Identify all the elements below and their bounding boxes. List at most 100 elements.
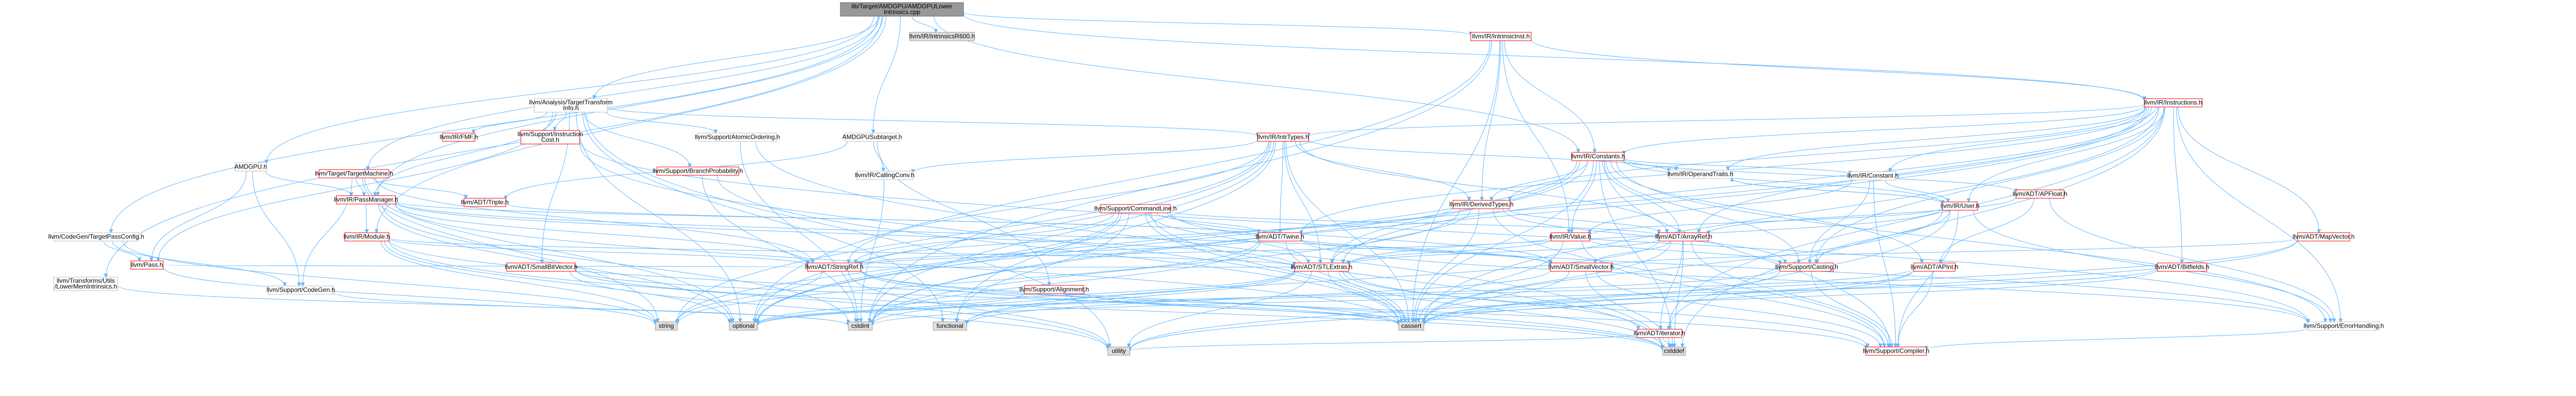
- node-cstddef: cstddef: [1662, 346, 1686, 356]
- edge-user-to-stlextras: [1349, 208, 1943, 265]
- node-box: [1662, 346, 1686, 356]
- node-user[interactable]: llvm/IR/User.h: [1940, 201, 1980, 211]
- node-box: [1100, 204, 1171, 213]
- node-ihalf[interactable]: llvm/IR/FMF.h: [439, 133, 478, 142]
- edge-consts-to-constant: [1623, 158, 1850, 174]
- node-errhandling[interactable]: llvm/Support/ErrorHandling.h: [2303, 321, 2384, 331]
- node-box: [2297, 232, 2350, 242]
- node-label: llvm/ADT/Triple.h: [461, 199, 509, 206]
- node-module[interactable]: llvm/IR/Module.h: [344, 232, 390, 242]
- edge-cmdline-to-stlextras: [1149, 212, 1309, 263]
- edge-inttypes-to-string: [677, 141, 1270, 323]
- node-translower[interactable]: llvm/Transforms/Utils/LowerMemIntrinsics…: [53, 277, 118, 291]
- edge-root-to-amdgpuh: [266, 16, 874, 163]
- edge-consts-to-stlextras: [1332, 160, 1588, 263]
- edge-tm-to-triple: [373, 177, 466, 198]
- node-arrayref[interactable]: llvm/ADT/ArrayRef.h: [1655, 232, 1712, 242]
- node-string: string: [655, 321, 678, 331]
- edge-module-to-cstddef: [388, 238, 1663, 350]
- edge-passmgr-to-stringref: [395, 203, 808, 263]
- edge-apint-to-cassert: [1424, 269, 1914, 325]
- edge-passmgr-to-twine: [395, 200, 1259, 236]
- edge-mapvector-to-smallvec: [1611, 237, 2298, 266]
- node-derivedtypes[interactable]: llvm/IR/DerivedTypes.h: [1449, 200, 1513, 209]
- node-subtarget[interactable]: AMDGPUSubtarget.h: [843, 133, 902, 142]
- node-triple[interactable]: llvm/ADT/Triple.h: [461, 198, 509, 207]
- node-label: llvm/ADT/Twine.h: [1255, 233, 1304, 241]
- node-apint[interactable]: llvm/ADT/APInt.h: [1911, 262, 1958, 272]
- edge-branchprob-to-cstdint: [702, 175, 856, 322]
- node-box: [1637, 329, 1682, 338]
- node-atomic[interactable]: llvm/Support/AtomicOrdering.h: [695, 133, 780, 142]
- node-branchprob[interactable]: llvm/Support/BranchProbability.h: [653, 166, 743, 176]
- edge-passmgr-to-stlextras: [395, 201, 1295, 265]
- edge-twine-to-string: [677, 239, 1259, 325]
- node-insts[interactable]: llvm/IR/Instructions.h: [2144, 98, 2203, 107]
- node-inttypes[interactable]: llvm/IR/IntrTypes.h: [1257, 133, 1309, 142]
- edge-bitfields-to-cstdint: [872, 268, 2158, 326]
- node-twine[interactable]: llvm/ADT/Twine.h: [1255, 232, 1304, 242]
- edge-amdgpuh-to-passmgr: [265, 171, 351, 196]
- edge-insts-to-arrayref: [1699, 106, 2158, 233]
- node-label: Intrinsics.cpp: [884, 8, 920, 16]
- node-box: [1107, 346, 1130, 356]
- node-optraits[interactable]: llvm/IR/OperandTraits.h: [1667, 170, 1733, 179]
- node-root[interactable]: lib/Target/AMDGPU/AMDGPULowerIntrinsics.…: [840, 2, 964, 17]
- edge-derivedtypes-to-stringref: [861, 207, 1454, 265]
- edge-intrimpl-to-cassert: [1412, 40, 1500, 322]
- node-label: AMDGPUSubtarget.h: [843, 134, 902, 141]
- edge-derivedtypes-to-cassert: [1414, 208, 1480, 322]
- node-compiler[interactable]: llvm/Support/Compiler.h: [1863, 346, 1930, 356]
- node-passmgr[interactable]: llvm/IR/PassManager.h: [334, 195, 398, 205]
- node-iterator[interactable]: llvm/ADT/iterator.h: [1634, 329, 1686, 338]
- node-label: llvm/Support/CodeGen.h: [266, 286, 335, 294]
- node-label: llvm/Support/Alignment.h: [1019, 286, 1089, 293]
- node-cstdint: cstdint: [848, 321, 873, 331]
- edge-casting-to-cassert: [1424, 271, 1780, 325]
- edge-consts-to-casting: [1605, 160, 1799, 263]
- node-stringref[interactable]: llvm/ADT/StringRef.h: [805, 262, 863, 272]
- node-cgpassconfig[interactable]: llvm/CodeGen/TargetPassConfig.h: [48, 232, 144, 242]
- node-stlextras[interactable]: llvm/ADT/STLExtras.h: [1291, 262, 1352, 272]
- node-cmdline[interactable]: llvm/Support/CommandLine.h: [1094, 204, 1177, 213]
- node-smallbitvec[interactable]: llvm/ADT/SmallBitVector.h: [505, 262, 578, 272]
- node-label: llvm/Support/Casting.h: [1775, 263, 1838, 271]
- edge-cmdline-to-twine: [1156, 212, 1259, 233]
- node-box: [909, 32, 975, 41]
- node-alignment[interactable]: llvm/Support/Alignment.h: [1019, 285, 1089, 294]
- node-cgcodegen[interactable]: llvm/Support/CodeGen.h: [266, 285, 335, 295]
- edge-inttypes-to-stringref: [849, 141, 1269, 263]
- node-casting[interactable]: llvm/Support/Casting.h: [1775, 262, 1838, 272]
- edge-intrimpl-to-derivedtypes: [1482, 40, 1501, 200]
- edge-cmdline-to-smallvec: [1167, 212, 1551, 263]
- node-value[interactable]: llvm/IR/Value.h: [1549, 232, 1591, 242]
- edge-insts-to-casting: [1816, 106, 2165, 263]
- node-box: [319, 169, 389, 178]
- node-amdgpuh[interactable]: AMDGPU.h: [235, 162, 267, 172]
- node-mapvector[interactable]: llvm/ADT/MapVector.h: [2293, 232, 2355, 242]
- node-tm[interactable]: llvm/Target/TargetMachine.h: [315, 169, 393, 178]
- node-label: llvm/ADT/STLExtras.h: [1291, 263, 1352, 271]
- node-consts[interactable]: llvm/IR/Constants.h: [1571, 152, 1625, 161]
- node-smallvec[interactable]: llvm/ADT/SmallVector.h: [1548, 262, 1614, 272]
- node-bitfields[interactable]: llvm/ADT/Bitfields.h: [2155, 262, 2209, 272]
- edge-inttypes-to-twine: [1280, 141, 1284, 233]
- edge-intrimpl-to-consts: [1504, 40, 1594, 152]
- edge-cgpassconfig-to-string: [123, 241, 655, 325]
- node-pass[interactable]: llvm/Pass.h: [130, 260, 164, 270]
- node-label: llvm/IR/Constants.h: [1571, 153, 1625, 160]
- node-constant[interactable]: llvm/IR/Constant.h: [1847, 171, 1899, 181]
- node-intrimpl[interactable]: llvm/IR/IntrinsicInst.h: [1470, 32, 1532, 41]
- edge-bitfields-to-cassert: [1424, 269, 2158, 326]
- edge-alignment-to-optional: [758, 293, 1025, 325]
- edge-root-to-intrimpl: [963, 11, 1471, 35]
- node-callconv[interactable]: llvm/IR/CallingConv.h: [855, 171, 914, 180]
- edge-twine-to-cassert: [1286, 241, 1405, 322]
- edge-cmdline-to-string: [677, 212, 1119, 323]
- node-apfloat[interactable]: llvm/ADT/APFloat.h: [2013, 189, 2068, 199]
- node-label: Info.h: [563, 104, 579, 112]
- edge-derivedtypes-to-compiler: [1493, 208, 1884, 347]
- node-box: [2157, 262, 2207, 272]
